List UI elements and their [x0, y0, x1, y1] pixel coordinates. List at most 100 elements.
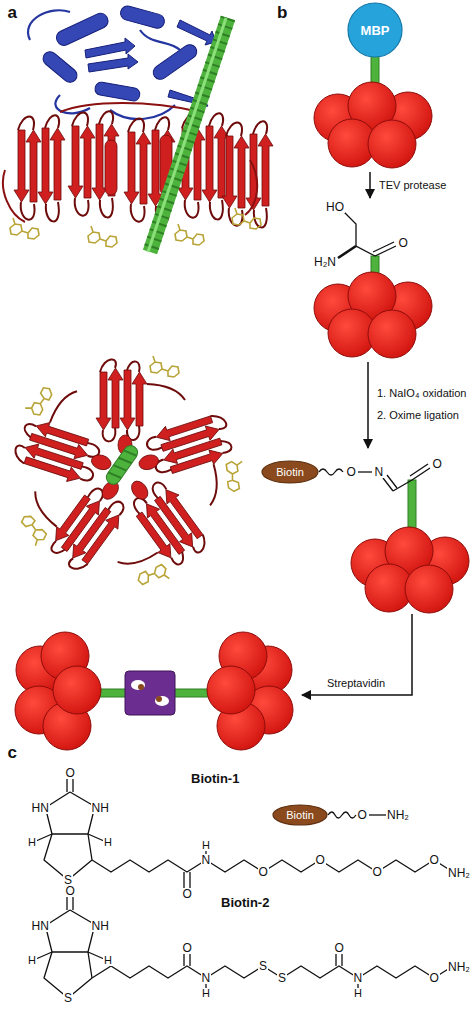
node-text: Biotin	[276, 467, 304, 478]
streptavidin-dimer	[155, 696, 169, 706]
mbp-ribbon	[28, 5, 220, 120]
mbp-ribbon	[151, 42, 200, 82]
atom-label: S	[63, 992, 73, 1004]
glycan-sticks	[232, 208, 261, 229]
streptavidin-dimer	[53, 666, 101, 714]
biotin-2-bonds	[36, 897, 453, 998]
panel-letter: b	[276, 4, 288, 21]
serine-construct	[338, 246, 356, 258]
atom-label: O	[432, 458, 443, 470]
biotin-1-bonds	[36, 779, 453, 888]
atom-label: O	[429, 854, 440, 866]
oxime-construct	[410, 464, 430, 480]
atom-label: HN	[31, 802, 50, 814]
atom-label: O	[182, 888, 193, 900]
step-label: 1. NaIO₄ oxidation	[376, 388, 467, 399]
node-text: MBP	[361, 24, 390, 37]
streptavidin-arrow	[302, 614, 412, 695]
atom-label: O	[182, 942, 193, 954]
green-helix	[150, 18, 228, 252]
atom-label: N	[201, 972, 212, 984]
mbp-ribbon	[94, 81, 141, 102]
glycan-sticks	[10, 208, 261, 247]
atom-label: O	[315, 854, 326, 866]
atom-label: H	[103, 955, 113, 966]
biotin-1-bonds	[67, 779, 73, 792]
node-body: MBP	[347, 2, 403, 58]
glycan-sticks	[88, 226, 117, 247]
mbp-circle: MBP	[347, 2, 403, 58]
compound-name: Biotin-2	[220, 896, 270, 909]
oxime-construct	[393, 480, 412, 491]
mbp-ribbon	[40, 49, 80, 85]
atom-label: O	[258, 866, 269, 878]
biotin-tag-bonds	[369, 814, 386, 815]
pentamer-side-ribbon	[14, 115, 65, 221]
atom-label: H	[103, 837, 113, 848]
streptavidin-dimer	[156, 696, 162, 702]
biotin-1-bonds	[92, 860, 453, 872]
serine-construct	[373, 242, 396, 256]
atom-label: HO	[325, 201, 345, 213]
oxime-construct	[319, 469, 343, 475]
biotin-1-bonds	[36, 834, 104, 841]
step-label: Streptavidin	[326, 678, 386, 689]
pentamer-top-ribbon	[96, 356, 185, 455]
biotin-tag-fill	[273, 805, 327, 825]
biotin-1-bonds	[184, 872, 190, 888]
mbp-ribbon	[88, 54, 138, 72]
green-helix	[148, 18, 228, 252]
serine-construct	[314, 212, 432, 358]
atom-label: O	[357, 809, 368, 821]
atom-label: O	[398, 237, 409, 249]
atom-label: O	[334, 942, 345, 954]
step-label: TEV protease	[378, 180, 447, 191]
atom-label: NH	[91, 802, 110, 814]
atom-label: H	[201, 988, 211, 999]
atom-label: S	[277, 972, 287, 984]
biotin-2-bonds	[336, 952, 342, 966]
pentamer-side-ribbon	[3, 103, 257, 222]
atom-label: H	[353, 988, 363, 999]
green-helix-top	[104, 443, 141, 487]
mbp-circle-fill	[348, 3, 402, 57]
atom-label: NH₂	[447, 867, 471, 879]
atom-label: O	[429, 972, 440, 984]
compound-name: Biotin-1	[190, 772, 240, 785]
mbp-ribbon	[177, 20, 216, 45]
mbp-ribbon	[119, 5, 166, 30]
serine-construct	[368, 310, 416, 358]
atom-label: NH₂	[386, 809, 410, 821]
biotin-2-bonds	[92, 966, 453, 978]
biotin-1-bonds	[46, 792, 94, 834]
atom-label: O	[372, 866, 383, 878]
streptavidin-dimer	[15, 632, 293, 750]
oxime-construct	[319, 464, 430, 491]
streptavidin-dimer	[131, 680, 145, 690]
atom-label: O	[346, 466, 357, 478]
fusion-construct	[368, 120, 416, 168]
glycan-sticks	[10, 218, 39, 239]
oxime-construct	[383, 475, 397, 491]
atom-label: NH₂	[447, 961, 471, 973]
biotin-tag: Biotin	[261, 460, 319, 484]
pentamer-side-ribbon	[105, 140, 117, 195]
panel-letter: c	[7, 744, 18, 761]
streptavidin-arrow	[302, 614, 412, 695]
atom-label: N	[201, 854, 212, 866]
oxime-construct	[358, 471, 372, 472]
streptavidin-dimer	[138, 684, 144, 690]
node-text: Biotin	[286, 810, 314, 821]
oxime-construct	[405, 565, 453, 613]
atom-label: O	[65, 885, 76, 897]
atom-label: HN	[31, 920, 50, 932]
pentamer-side-ribbon	[3, 103, 273, 227]
green-helix	[150, 18, 228, 252]
atom-label: O	[65, 767, 76, 779]
atom-label: H	[27, 837, 37, 848]
biotin-2-bonds	[67, 897, 73, 910]
atom-label: H	[201, 840, 211, 851]
atom-label: H	[27, 955, 37, 966]
